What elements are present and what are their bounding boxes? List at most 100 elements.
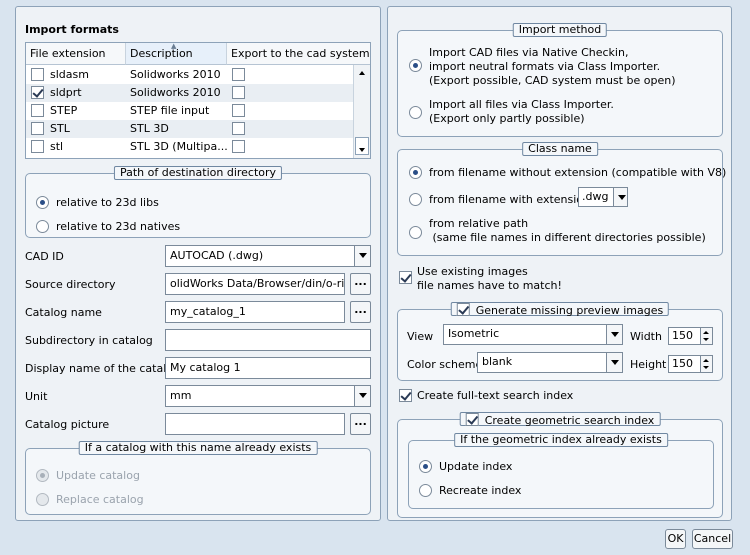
view-dropdown[interactable]: Isometric: [443, 324, 623, 345]
row-select-checkbox[interactable]: [31, 86, 44, 99]
subdirectory-label: Subdirectory in catalog: [25, 334, 153, 347]
radio-replace-catalog-label: Replace catalog: [56, 493, 144, 506]
update-index-label: Update index: [439, 460, 513, 473]
row-export-checkbox[interactable]: [232, 122, 245, 135]
width-spin-buttons[interactable]: [700, 328, 712, 344]
row-export-checkbox[interactable]: [232, 68, 245, 81]
row-select-checkbox[interactable]: [31, 68, 44, 81]
catalog-name-browse-button[interactable]: ...: [350, 301, 371, 323]
preview-title[interactable]: Generate missing preview images: [450, 302, 670, 317]
native-checkin-line1: Import CAD files via Native Checkin,: [429, 46, 629, 59]
row-export-checkbox[interactable]: [232, 104, 245, 117]
chevron-down-icon[interactable]: [613, 188, 627, 206]
radio-relative-path[interactable]: [409, 226, 422, 239]
cancel-button[interactable]: Cancel: [692, 529, 733, 549]
import-method-group: Import method Import CAD files via Nativ…: [397, 23, 723, 137]
row-extension: stl: [50, 140, 64, 153]
radio-update-catalog-label: Update catalog: [56, 469, 140, 482]
chevron-down-icon[interactable]: [354, 246, 370, 266]
chevron-down-icon[interactable]: [606, 353, 622, 372]
radio-update-index[interactable]: [419, 460, 432, 473]
row-extension: STEP: [50, 104, 78, 117]
destination-group: Path of destination directory relative t…: [25, 166, 371, 238]
column-description[interactable]: ▲ Description: [126, 43, 227, 65]
table-row[interactable]: sldasm Solidworks 2010: [26, 66, 353, 84]
column-export-cad[interactable]: Export to the cad system: [227, 43, 370, 65]
unit-dropdown[interactable]: mm: [165, 385, 371, 407]
table-row[interactable]: sldprt Solidworks 2010: [26, 84, 353, 102]
recreate-index-label: Recreate index: [439, 484, 522, 497]
table-row[interactable]: stl STL 3D (Multipa...: [26, 138, 353, 156]
radio-native-checkin[interactable]: [409, 59, 422, 72]
height-value: 150: [672, 357, 693, 370]
scroll-down-icon[interactable]: [354, 142, 370, 158]
existing-images-checkbox[interactable]: [399, 271, 412, 284]
table-row[interactable]: STEP STEP file input: [26, 102, 353, 120]
class-name-group: Class name from filename without extensi…: [397, 142, 726, 256]
row-select-checkbox[interactable]: [31, 140, 44, 153]
ok-button[interactable]: OK: [665, 529, 686, 549]
catalog-picture-input[interactable]: [165, 413, 345, 435]
radio-relative-libs[interactable]: [36, 196, 49, 209]
catalog-picture-browse-button[interactable]: ...: [350, 413, 371, 435]
scrollbar-thumb[interactable]: [355, 137, 369, 155]
import-formats-table[interactable]: File extension ▲ Description Export to t…: [25, 42, 371, 159]
column-file-extension[interactable]: File extension: [26, 43, 126, 65]
radio-filename-with-ext[interactable]: [409, 193, 422, 206]
cad-id-dropdown[interactable]: AUTOCAD (.dwg): [165, 245, 371, 267]
radio-replace-catalog[interactable]: [36, 493, 49, 506]
width-value: 150: [672, 329, 693, 342]
radio-class-importer[interactable]: [409, 106, 422, 119]
row-description: STEP file input: [130, 104, 210, 117]
chevron-down-icon[interactable]: [606, 325, 622, 344]
row-select-checkbox[interactable]: [31, 122, 44, 135]
scroll-up-icon[interactable]: [354, 65, 370, 81]
radio-recreate-index[interactable]: [419, 484, 432, 497]
catalog-name-input[interactable]: my_catalog_1: [165, 301, 345, 323]
catalog-picture-label: Catalog picture: [25, 418, 110, 431]
source-directory-browse-button[interactable]: ...: [350, 273, 371, 295]
geometric-existing-title: If the geometric index already exists: [454, 433, 668, 447]
view-value: Isometric: [448, 327, 500, 340]
unit-value: mm: [170, 389, 192, 402]
existing-images-line2: file names have to match!: [417, 279, 562, 292]
row-export-checkbox[interactable]: [232, 86, 245, 99]
filename-with-ext-label: from filename with extension: [429, 193, 590, 206]
row-select-checkbox[interactable]: [31, 104, 44, 117]
geometric-checkbox[interactable]: [465, 413, 479, 426]
view-label: View: [407, 330, 434, 343]
source-directory-label: Source directory: [25, 278, 116, 291]
existing-catalog-title: If a catalog with this name already exis…: [78, 441, 318, 455]
column-description-label: Description: [130, 47, 193, 60]
sort-up-icon: ▲: [171, 43, 177, 50]
radio-update-catalog[interactable]: [36, 469, 49, 482]
radio-relative-natives[interactable]: [36, 220, 49, 233]
subdirectory-input[interactable]: [165, 329, 371, 351]
height-spin-buttons[interactable]: [700, 356, 712, 372]
radio-filename-no-ext[interactable]: [409, 166, 422, 179]
existing-catalog-group: If a catalog with this name already exis…: [25, 441, 371, 515]
fulltext-checkbox[interactable]: [399, 389, 412, 402]
cad-id-value: AUTOCAD (.dwg): [170, 249, 264, 262]
row-export-checkbox[interactable]: [232, 140, 245, 153]
preview-title-label: Generate missing preview images: [475, 304, 664, 317]
source-directory-input[interactable]: olidWorks Data/Browser/din/o-rings: [165, 273, 345, 295]
color-scheme-dropdown[interactable]: blank: [477, 352, 623, 373]
unit-label: Unit: [25, 390, 48, 403]
geometric-title-label: Create geometric search index: [484, 414, 655, 427]
height-spinbox[interactable]: 150: [668, 355, 713, 373]
height-label: Height: [630, 358, 667, 371]
display-name-label: Display name of the catalog: [25, 362, 180, 375]
import-method-title: Import method: [512, 23, 608, 37]
chevron-down-icon[interactable]: [354, 386, 370, 406]
width-spinbox[interactable]: 150: [668, 327, 713, 345]
geometric-title[interactable]: Create geometric search index: [459, 412, 661, 427]
extension-dropdown[interactable]: .dwg: [578, 187, 628, 207]
width-label: Width: [630, 330, 662, 343]
table-row[interactable]: STL STL 3D: [26, 120, 353, 138]
radio-relative-natives-label: relative to 23d natives: [56, 220, 181, 233]
preview-checkbox[interactable]: [456, 303, 470, 316]
table-scrollbar[interactable]: [353, 65, 370, 158]
relative-path-line2: (same file names in different directorie…: [429, 231, 706, 244]
display-name-input[interactable]: My catalog 1: [165, 357, 371, 379]
